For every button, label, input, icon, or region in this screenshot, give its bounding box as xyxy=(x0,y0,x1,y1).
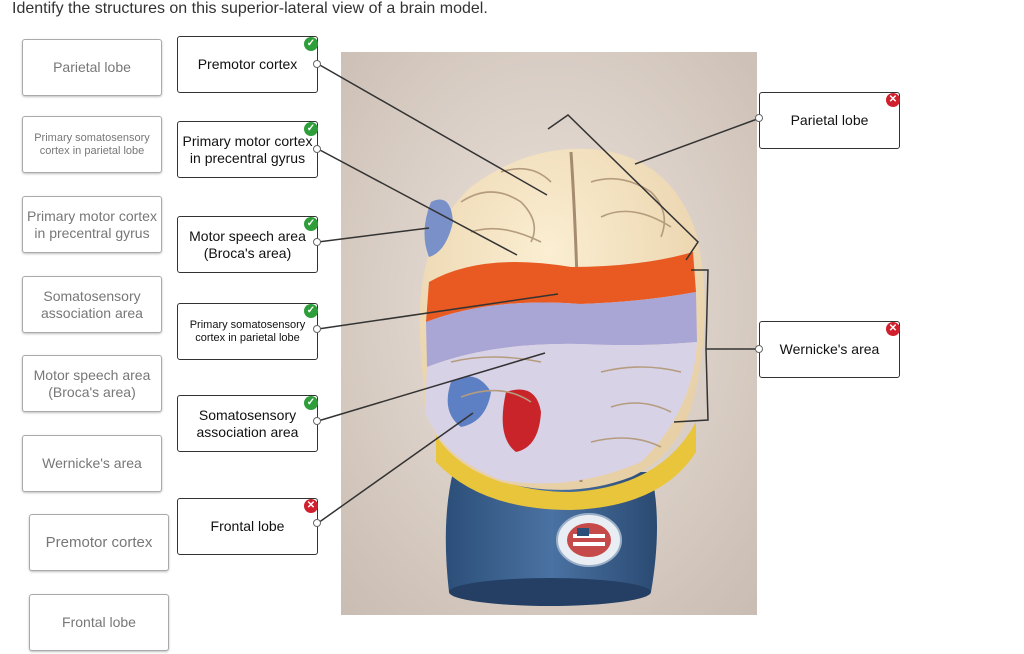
bank-tile-primary-motor[interactable]: Primary motor cortex in precentral gyrus xyxy=(22,196,162,253)
bank-tile-frontal-lobe[interactable]: Frontal lobe xyxy=(29,594,169,651)
slot-premotor-cortex[interactable]: Premotor cortex xyxy=(177,36,318,93)
check-icon: ✓ xyxy=(304,396,318,410)
bank-tile-premotor[interactable]: Premotor cortex xyxy=(29,514,169,571)
slot-label: Frontal lobe xyxy=(210,518,285,535)
slot-primary-motor-cortex[interactable]: Primary motor cortex in precentral gyrus xyxy=(177,121,318,178)
bank-tile-label: Motor speech area (Broca's area) xyxy=(33,367,151,400)
connector-knob xyxy=(755,345,763,353)
check-icon: ✓ xyxy=(304,304,318,318)
question-text: Identify the structures on this superior… xyxy=(12,0,488,17)
check-icon: ✓ xyxy=(304,217,318,231)
x-icon: ✕ xyxy=(886,93,900,107)
bank-tile-wernicke[interactable]: Wernicke's area xyxy=(22,435,162,492)
slot-label: Premotor cortex xyxy=(197,56,298,73)
slot-somatosensory-association-area[interactable]: Somatosensory association area xyxy=(177,395,318,452)
slot-parietal-lobe[interactable]: Parietal lobe xyxy=(759,92,900,149)
slot-label: Motor speech area (Broca's area) xyxy=(189,228,306,261)
slot-label: Primary motor cortex in precentral gyrus xyxy=(182,133,313,166)
bank-tile-label: Primary motor cortex in precentral gyrus xyxy=(27,208,157,241)
slot-label: Wernicke's area xyxy=(779,341,880,358)
connector-knob xyxy=(313,60,321,68)
slot-label: Somatosensory association area xyxy=(196,407,299,440)
connector-knob xyxy=(755,114,763,122)
connector-knob xyxy=(313,238,321,246)
bank-tile-label: Wernicke's area xyxy=(42,455,142,472)
bank-tile-parietal-lobe[interactable]: Parietal lobe xyxy=(22,39,162,96)
bank-tile-somatosensory-association[interactable]: Somatosensory association area xyxy=(22,276,162,333)
brain-model-image xyxy=(341,52,757,615)
bank-tile-label: Frontal lobe xyxy=(62,614,136,631)
bank-tile-primary-somatosensory[interactable]: Primary somatosensory cortex in parietal… xyxy=(22,116,162,173)
bank-tile-label: Premotor cortex xyxy=(45,533,153,551)
bank-tile-label: Primary somatosensory cortex in parietal… xyxy=(34,131,150,157)
bank-tile-label: Parietal lobe xyxy=(53,59,131,76)
slot-primary-somatosensory-cortex[interactable]: Primary somatosensory cortex in parietal… xyxy=(177,303,318,360)
slot-label: Primary somatosensory cortex in parietal… xyxy=(189,318,306,344)
connector-knob xyxy=(313,519,321,527)
connector-knob xyxy=(313,325,321,333)
bank-tile-motor-speech[interactable]: Motor speech area (Broca's area) xyxy=(22,355,162,412)
check-icon: ✓ xyxy=(304,37,318,51)
slot-motor-speech-area[interactable]: Motor speech area (Broca's area) xyxy=(177,216,318,273)
slot-label: Parietal lobe xyxy=(790,112,869,129)
connector-knob xyxy=(313,417,321,425)
connector-knob xyxy=(313,145,321,153)
slot-wernickes-area[interactable]: Wernicke's area xyxy=(759,321,900,378)
slot-frontal-lobe[interactable]: Frontal lobe xyxy=(177,498,318,555)
x-icon: ✕ xyxy=(886,322,900,336)
x-icon: ✕ xyxy=(304,499,318,513)
seal-logo-image xyxy=(556,513,622,567)
check-icon: ✓ xyxy=(304,122,318,136)
bank-tile-label: Somatosensory association area xyxy=(41,288,143,321)
